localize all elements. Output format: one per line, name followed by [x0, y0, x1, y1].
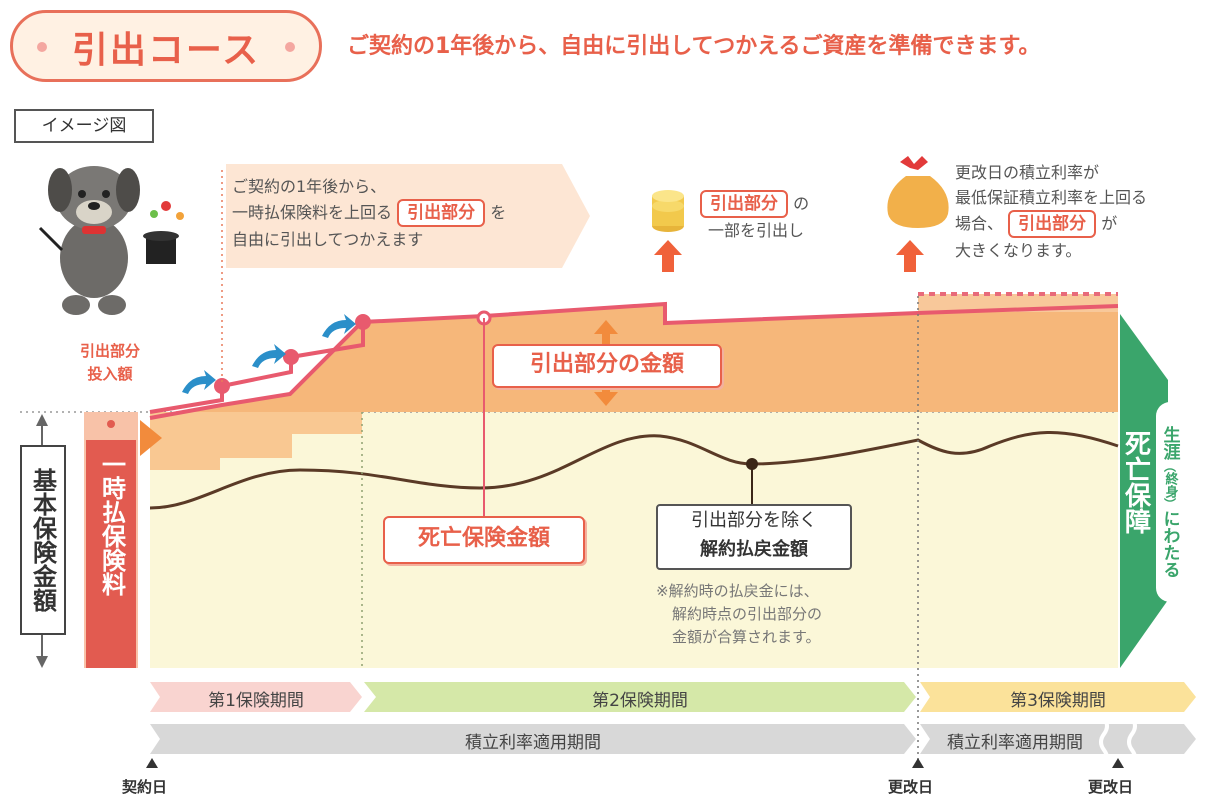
callout-2: 引出部分 の 一部を引出し [700, 190, 809, 243]
rise-arrows [182, 314, 356, 394]
callout-1-line3: 自由に引出してつかえます [232, 230, 424, 249]
period-2-label: 第2保険期間 [592, 691, 688, 711]
lifelong-word: 生涯 [1159, 426, 1180, 460]
callout-3-line1: 更改日の積立利率が [955, 163, 1100, 182]
callout-3-line3a: 場合、 [955, 214, 1004, 233]
renewal-date-label-2: 更改日 [1088, 778, 1134, 796]
period-1-label: 第1保険期間 [208, 691, 304, 711]
surrender-label-line1: 引出部分を除く [691, 510, 817, 531]
lifelong-paren: 終身 [1162, 472, 1178, 498]
premium-label: 一時払保険料 [97, 452, 126, 596]
lifelong-suffix: にわたる [1159, 510, 1180, 578]
note-line3: 金額が合算されます。 [672, 628, 821, 646]
surrender-label-line2: 解約払戻金額 [700, 539, 808, 560]
period-3-bar [920, 682, 1196, 712]
surrender-line [149, 431, 1119, 510]
rate-period-label-1: 積立利率適用期間 [465, 733, 601, 753]
badge-dot-right [285, 42, 295, 52]
withdraw-invest-line1: 引出部分 [79, 342, 140, 360]
invest-dot [107, 420, 115, 428]
image-label: イメージ図 [14, 109, 154, 143]
up-arrows [654, 240, 924, 272]
callout-2-pill: 引出部分 [700, 190, 788, 218]
death-benefit-label: 死亡保険金額 [383, 516, 585, 564]
callout-3-line3b: が [1101, 214, 1118, 233]
withdraw-amount-label: 引出部分の金額 [492, 344, 722, 388]
premium-column [86, 440, 136, 668]
surrender-note: ※解約時の払戻金には、 解約時点の引出部分の 金額が合算されます。 [656, 580, 822, 649]
callout-1: ご契約の1年後から、 一時払保険料を上回る 引出部分 を 自由に引出してつかえま… [232, 174, 506, 252]
callout-1-pill: 引出部分 [397, 199, 486, 227]
callout-2-line2: 一部を引出し [708, 221, 805, 240]
callout-3-line4: 大きくなります。 [955, 241, 1082, 260]
withdraw-invest-line2: 投入額 [87, 365, 133, 383]
step-line [149, 322, 365, 414]
rate-period-label-2: 積立利率適用期間 [947, 733, 1083, 753]
coins-icon [652, 190, 684, 232]
course-badge: 引出コース [10, 10, 322, 82]
withdraw-invest-label: 引出部分 投入額 [60, 340, 160, 386]
surrender-label: 引出部分を除く 解約払戻金額 [656, 504, 852, 570]
rate-bar-1 [150, 724, 916, 754]
callout-1-line2a: 一時払保険料を上回る [232, 203, 393, 222]
renewal-date-label-1: 更改日 [888, 778, 934, 796]
callout-1-line2b: を [490, 203, 507, 222]
renewal-date-marker-1 [912, 758, 924, 768]
note-line1: ※解約時の払戻金には、 [656, 582, 819, 600]
period-1-bar [150, 682, 362, 712]
rate-bar-2 [920, 724, 1196, 754]
badge-dot-left [37, 42, 47, 52]
contract-date-label: 契約日 [122, 778, 168, 796]
callout-3-pill: 引出部分 [1008, 210, 1097, 238]
contract-date-marker [146, 758, 158, 768]
renewal-date-marker-2 [1112, 758, 1124, 768]
money-bag-icon [887, 156, 949, 228]
period-3-label: 第3保険期間 [1010, 691, 1106, 711]
lifelong-label: 生涯（終身）にわたる [1156, 402, 1184, 602]
callout-3-line2: 最低保証積立利率を上回る [955, 188, 1148, 207]
transfer-arrow [140, 420, 162, 456]
callout-2-after: の [793, 194, 810, 213]
callout-1-line1: ご契約の1年後から、 [232, 177, 387, 196]
course-subtitle: ご契約の1年後から、自由に引出してつかえるご資産を準備できます。 [347, 34, 1041, 59]
course-title: 引出コース [71, 30, 261, 71]
callout-3: 更改日の積立利率が 最低保証積立利率を上回る 場合、 引出部分 が 大きくなりま… [955, 160, 1147, 263]
base-amount-label: 基本保険金額 [20, 445, 66, 635]
death-coverage-label: 死亡保障 [1120, 430, 1151, 534]
withdraw-step-band [150, 412, 362, 470]
dog-mascot-icon [38, 166, 184, 315]
period-2-bar [364, 682, 916, 712]
note-line2: 解約時点の引出部分の [672, 605, 823, 623]
